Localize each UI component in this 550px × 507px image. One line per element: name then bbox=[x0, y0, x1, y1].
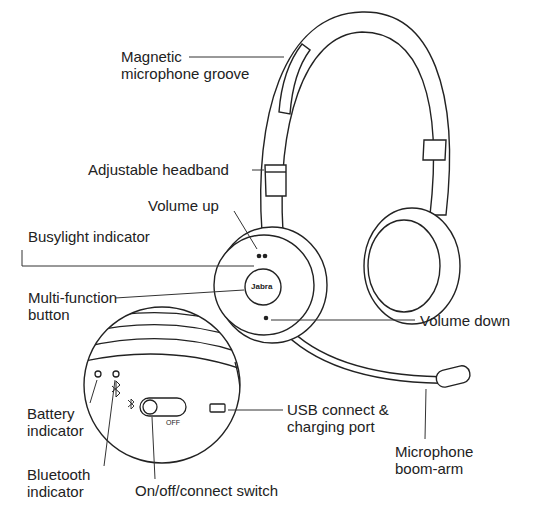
bluetooth-led bbox=[113, 371, 119, 377]
headband-slider bbox=[265, 165, 286, 196]
part-label: Adjustable headband bbox=[88, 161, 258, 178]
part-label: On/off/connect switch bbox=[135, 482, 335, 499]
boom-arm-fill bbox=[282, 326, 440, 380]
boom-arm bbox=[282, 326, 440, 380]
cup-side bbox=[235, 362, 241, 440]
headset-drawing bbox=[214, 12, 472, 389]
leader-line bbox=[104, 380, 115, 466]
usb-port bbox=[210, 404, 225, 412]
leader-line bbox=[271, 320, 415, 321]
part-label: Busylight indicator bbox=[28, 228, 198, 245]
microphone-groove bbox=[279, 44, 310, 114]
part-label: Volume up bbox=[148, 197, 248, 214]
switch-knob bbox=[143, 400, 157, 414]
logo-text: Jabra bbox=[251, 282, 281, 291]
switch-text: OFF bbox=[166, 419, 188, 427]
part-label: USB connect & charging port bbox=[287, 401, 437, 436]
volume-up-dot bbox=[263, 254, 266, 257]
zoom-detail bbox=[80, 313, 250, 440]
leader-line bbox=[252, 170, 264, 171]
leader-line bbox=[189, 57, 284, 58]
cup-edge bbox=[80, 313, 250, 330]
volume-down-dot bbox=[264, 316, 267, 319]
right-ear-cup bbox=[364, 208, 460, 324]
part-label: Multi-function button bbox=[28, 289, 128, 324]
leader-line bbox=[228, 410, 283, 411]
slider-line bbox=[265, 171, 286, 172]
part-label: Magnetic microphone groove bbox=[121, 48, 256, 83]
headband bbox=[261, 12, 450, 232]
switch-bt-icon bbox=[128, 399, 134, 409]
switch-body bbox=[140, 398, 186, 416]
part-label: Volume down bbox=[420, 312, 540, 329]
leader-line bbox=[22, 250, 254, 266]
battery-led bbox=[95, 371, 101, 377]
microphone-tip bbox=[435, 364, 472, 389]
cup-edge bbox=[80, 354, 250, 372]
leader-line bbox=[425, 389, 426, 439]
cup-edge bbox=[80, 339, 250, 356]
part-label: Bluetooth indicator bbox=[27, 466, 107, 501]
leader-line bbox=[115, 290, 244, 298]
right-cushion bbox=[368, 220, 440, 312]
multi-function-button-shape bbox=[245, 269, 281, 305]
leader-line bbox=[152, 417, 155, 479]
headband-slider bbox=[423, 140, 446, 160]
leader-line bbox=[90, 380, 97, 403]
volume-up-dot bbox=[257, 254, 260, 257]
part-label: Microphone boom-arm bbox=[395, 443, 505, 478]
part-label: Battery indicator bbox=[27, 405, 102, 440]
leader-line bbox=[234, 211, 257, 249]
